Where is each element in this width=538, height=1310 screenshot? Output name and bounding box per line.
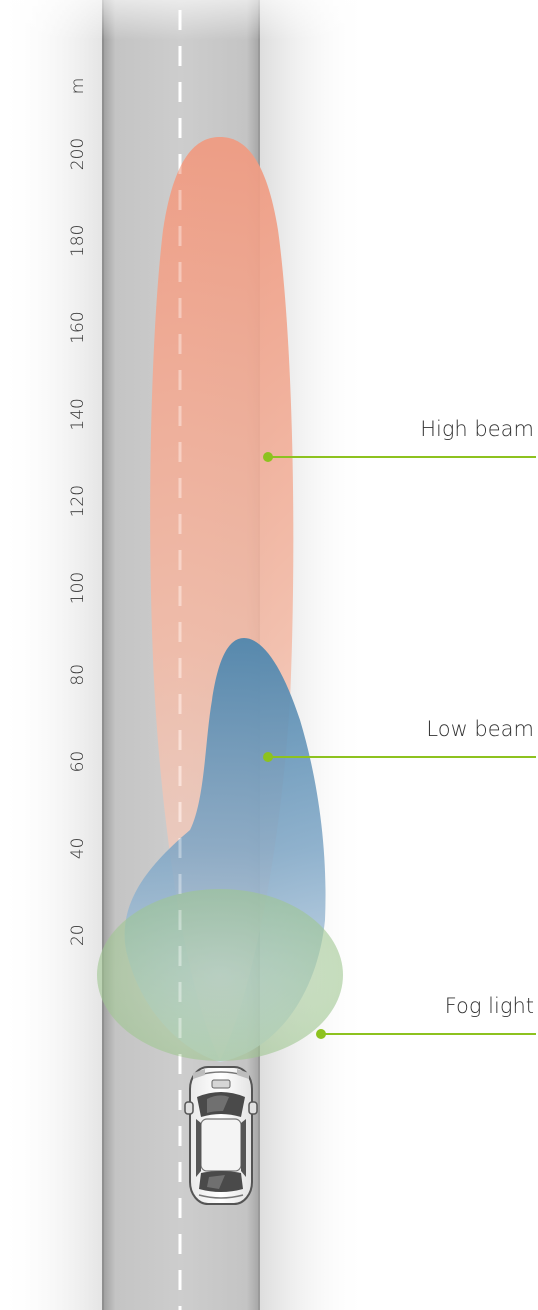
low-beam-marker-dot	[263, 752, 273, 762]
fog-light-label: Fog light	[445, 994, 534, 1018]
axis-tick-label: 160	[68, 311, 88, 343]
high-beam-label: High beam	[420, 417, 534, 441]
axis-unit-label: m	[68, 78, 88, 95]
axis-tick-label: 80	[68, 664, 88, 686]
high-beam-marker-dot	[263, 452, 273, 462]
low-beam-callout: Low beam	[263, 717, 536, 762]
low-beam-label: Low beam	[426, 717, 534, 741]
left-shoulder	[0, 0, 103, 1310]
fog-light-area	[97, 889, 343, 1061]
axis-tick-label: 40	[68, 838, 88, 860]
car-top-view-icon	[184, 1066, 258, 1205]
fog-light-callout: Fog light	[316, 994, 536, 1039]
high-beam-callout: High beam	[263, 417, 536, 462]
axis-tick-label: 180	[68, 225, 88, 257]
axis-tick-label: 60	[68, 751, 88, 773]
fog-light-marker-dot	[316, 1029, 326, 1039]
axis-tick-label: 120	[68, 485, 88, 517]
axis-tick-label: 20	[68, 924, 88, 946]
axis-tick-label: 200	[68, 138, 88, 170]
axis-tick-label: 100	[68, 572, 88, 604]
distance-axis: 20 40 60 80 100 120 140 160 180 200 m	[68, 78, 88, 946]
axis-tick-label: 140	[68, 398, 88, 430]
